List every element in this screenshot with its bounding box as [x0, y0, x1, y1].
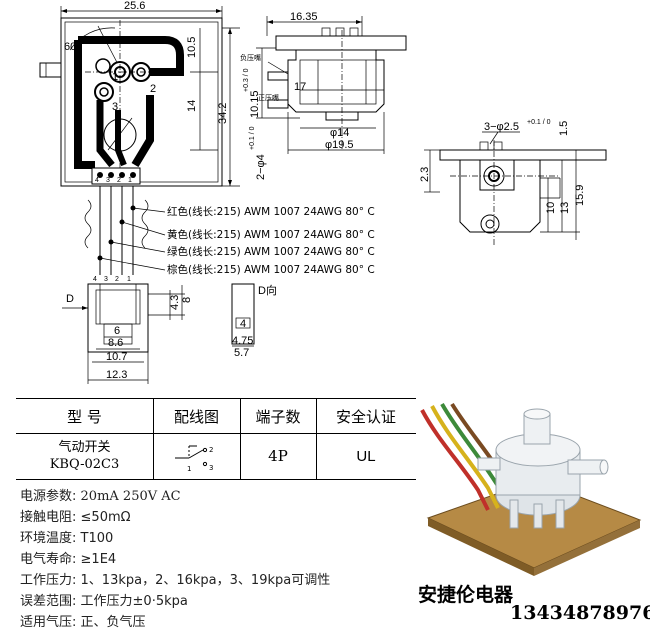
technical-drawing: 25.6 60° 2 3 1 4 3 2 [39, 0, 607, 384]
wire-brown-label: 棕色(线长:215) AWM 1007 24AWG 80° C [167, 263, 375, 276]
pin-4: 4 [95, 177, 99, 184]
dim-10-5: 10.5 [186, 37, 198, 58]
model-cell: 气动开关 KBQ-02C3 [16, 433, 153, 479]
dim-10-15: 10.15 [249, 90, 261, 118]
dim-34-2: 34.2 [217, 103, 229, 124]
wire-green-label: 绿色(线长:215) AWM 1007 24AWG 80° C [167, 245, 375, 258]
spec-power: 电源参数: 20mA 250V AC [20, 489, 181, 504]
dim-12-3: 12.3 [106, 369, 127, 381]
dim-dia-14: φ14 [330, 127, 349, 139]
terminal-count: 4P [268, 447, 288, 465]
phone-number: 13434878976 [510, 602, 650, 624]
right-view: 3−φ2.5 +0.1 / 0 1.5 2.3 10 13 1 [419, 119, 607, 245]
dim-angle: 60° [64, 41, 81, 53]
cert-value: UL [356, 447, 376, 465]
dim-17: 17 [294, 81, 306, 93]
spec-temperature: 环境温度: T100 [20, 531, 114, 546]
d-label: D [66, 293, 74, 305]
spec-table: 型 号 配线图 端子数 安全认证 气动开关 KBQ-02C3 1 2 3 [16, 398, 416, 630]
spec-pressure-type: 适用气压: 正、负气压 [20, 615, 146, 630]
connector-view: 4 3 2 1 D 4.3 8 6 8.6 10.7 12.3 [62, 276, 193, 384]
neg-port-label: 负压嘴 [240, 53, 261, 62]
spec-pressure: 工作压力: 1、13kpa，2、16kpa，3、19kpa可调性 [20, 573, 331, 588]
dim-16-35: 16.35 [290, 11, 318, 23]
dview-dim-4: 4 [240, 318, 246, 330]
model-code: KBQ-02C3 [49, 457, 120, 472]
dview-dim-4-75: 4.75 [232, 335, 253, 347]
spec-contact-resistance: 接触电阻: ≤50mΩ [20, 510, 131, 525]
conn-pin-1: 1 [127, 276, 131, 283]
model-name: 气动开关 [58, 440, 111, 455]
wire-red-label: 红色(线长:215) AWM 1007 24AWG 80° C [167, 205, 375, 218]
wiring-schematic: 1 2 3 [153, 433, 240, 479]
header-wiring: 配线图 [173, 407, 219, 426]
dim-1-5: 1.5 [558, 121, 570, 136]
schematic-label-3: 3 [209, 464, 213, 472]
header-terminals: 端子数 [255, 407, 301, 426]
pin-1: 1 [128, 177, 132, 184]
port-label-2: 2 [150, 83, 156, 95]
port-label-3: 3 [112, 101, 118, 113]
dim-14: 14 [186, 100, 198, 112]
schematic-label-2: 2 [209, 446, 213, 454]
dim-3-dia-2-5-tol: +0.1 / 0 [527, 119, 551, 126]
header-model: 型 号 [67, 407, 102, 426]
pos-port-label: 正压嘴 [258, 93, 279, 102]
wire-yellow-label: 黄色(线长:215) AWM 1007 24AWG 80° C [167, 228, 375, 241]
pin-2: 2 [117, 177, 121, 184]
d-view-label: D向 [258, 283, 277, 297]
header-cert: 安全认证 [335, 407, 396, 426]
conn-pin-3: 3 [104, 276, 108, 283]
spec-tolerance: 误差范围: 工作压力±0·5kpa [20, 594, 188, 609]
product-photo [418, 400, 650, 580]
front-view: 25.6 60° 2 3 1 4 3 2 [39, 0, 240, 187]
dim-6: 6 [114, 325, 120, 337]
conn-pin-4: 4 [93, 276, 97, 283]
table-data-row: 气动开关 KBQ-02C3 1 2 3 4P UL [16, 433, 416, 479]
dim-8-6: 8.6 [108, 337, 123, 349]
side-view: 16.35 负压嘴 正压嘴 17 10.15 +0.3 / 0 φ14 [240, 11, 407, 180]
dim-10-15-tol: +0.3 / 0 [243, 68, 250, 92]
dim-10: 10 [545, 202, 557, 214]
schematic-label-1: 1 [187, 465, 191, 473]
dim-4-3: 4.3 [169, 295, 181, 310]
dim-8: 8 [181, 297, 193, 303]
dim-13: 13 [559, 202, 571, 214]
dim-2-dia-4: 2−φ4 [255, 154, 267, 180]
conn-pin-2: 2 [115, 276, 119, 283]
pin-3: 3 [106, 177, 110, 184]
dim-2-dia-4-tol: +0.1 / 0 [249, 126, 256, 150]
table-header-row: 型 号 配线图 端子数 安全认证 [16, 399, 416, 433]
company-name: 安捷伦电器 [418, 584, 514, 606]
spec-life: 电气寿命: ≥1E4 [20, 552, 117, 567]
dim-15-9: 15.9 [574, 185, 586, 206]
wire-bundle: 红色(线长:215) AWM 1007 24AWG 80° C 黄色(线长:21… [84, 186, 375, 276]
dim-10-7: 10.7 [106, 351, 127, 363]
dim-3-dia-2-5: 3−φ2.5 [484, 121, 519, 133]
dim-dia-19-5: φ19.5 [325, 139, 354, 151]
dim-top-width: 25.6 [124, 0, 145, 12]
port-label-1: 1 [112, 71, 118, 83]
d-view: D向 4 4.75 5.7 [231, 283, 277, 359]
dim-2-3: 2.3 [419, 167, 431, 182]
dview-dim-5-7: 5.7 [234, 347, 249, 359]
